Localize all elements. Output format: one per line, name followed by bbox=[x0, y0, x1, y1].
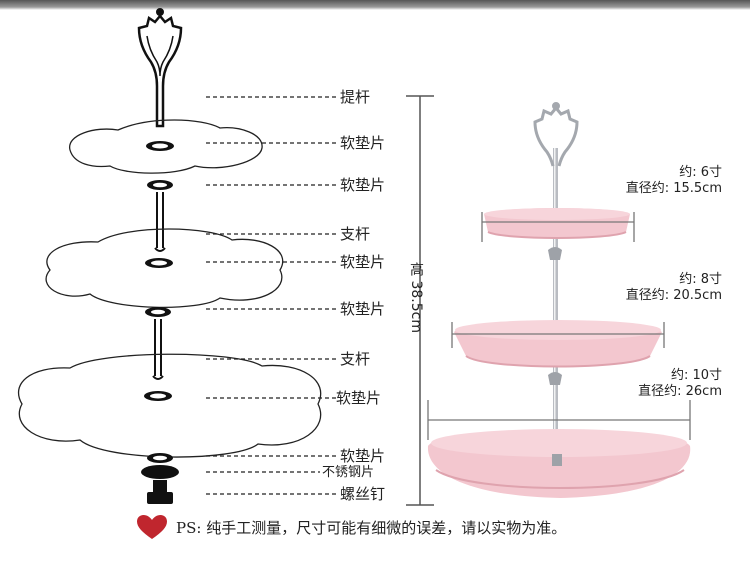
label-rod-1: 支杆 bbox=[340, 225, 371, 243]
plate-middle-outline bbox=[45, 228, 284, 308]
tier-bottom-dims: 约: 10寸 直径约: 26cm bbox=[638, 368, 722, 400]
label-rod-2: 支杆 bbox=[340, 350, 371, 368]
label-handle: 提杆 bbox=[340, 88, 371, 106]
tier-middle-size: 约: 8寸 bbox=[679, 272, 722, 287]
plate-middle bbox=[454, 320, 662, 368]
top-bar bbox=[0, 0, 750, 10]
footnote: PS: 纯手工测量，尺寸可能有细微的误差，请以实物为准。 bbox=[136, 515, 566, 539]
tier-middle-dims: 约: 8寸 直径约: 20.5cm bbox=[626, 272, 722, 304]
tier-top-size: 约: 6寸 bbox=[679, 165, 722, 180]
label-gasket-5: 软垫片 bbox=[336, 389, 382, 407]
label-gasket-3: 软垫片 bbox=[340, 253, 386, 271]
handle-drawing bbox=[137, 8, 183, 128]
label-screw: 螺丝钉 bbox=[340, 485, 386, 503]
label-gasket-6: 软垫片 bbox=[340, 447, 386, 465]
tier-bottom-diameter: 直径约: 26cm bbox=[638, 384, 722, 399]
plate-top-outline bbox=[69, 119, 263, 174]
rod-1-drawing bbox=[154, 192, 166, 252]
tier-top-dims: 约: 6寸 直径约: 15.5cm bbox=[626, 165, 722, 197]
leader-lines bbox=[206, 96, 336, 495]
height-label: 高 38.5cm bbox=[408, 262, 424, 333]
height-dimension bbox=[406, 95, 434, 506]
tier-middle-diameter: 直径约: 20.5cm bbox=[625, 288, 722, 303]
plate-top bbox=[484, 208, 630, 239]
width-dimensions bbox=[427, 212, 691, 440]
tier-top-diameter: 直径约: 15.5cm bbox=[625, 181, 722, 196]
label-steel-washer: 不锈钢片 bbox=[322, 465, 375, 480]
stand-rod bbox=[548, 148, 562, 460]
steel-washer-drawing bbox=[141, 465, 179, 479]
plate-bottom-outline bbox=[17, 353, 322, 458]
footnote-text: PS: 纯手工测量，尺寸可能有细微的误差，请以实物为准。 bbox=[176, 518, 567, 537]
tier-bottom-size: 约: 10寸 bbox=[670, 368, 722, 383]
crown-handle bbox=[533, 102, 579, 167]
label-gasket-1: 软垫片 bbox=[340, 134, 386, 152]
plate-bottom bbox=[427, 429, 691, 498]
rod-2-drawing bbox=[152, 319, 164, 380]
screw-drawing bbox=[147, 480, 173, 504]
label-gasket-2: 软垫片 bbox=[340, 176, 386, 194]
label-gasket-4: 软垫片 bbox=[340, 300, 386, 318]
heart-icon bbox=[137, 515, 167, 539]
